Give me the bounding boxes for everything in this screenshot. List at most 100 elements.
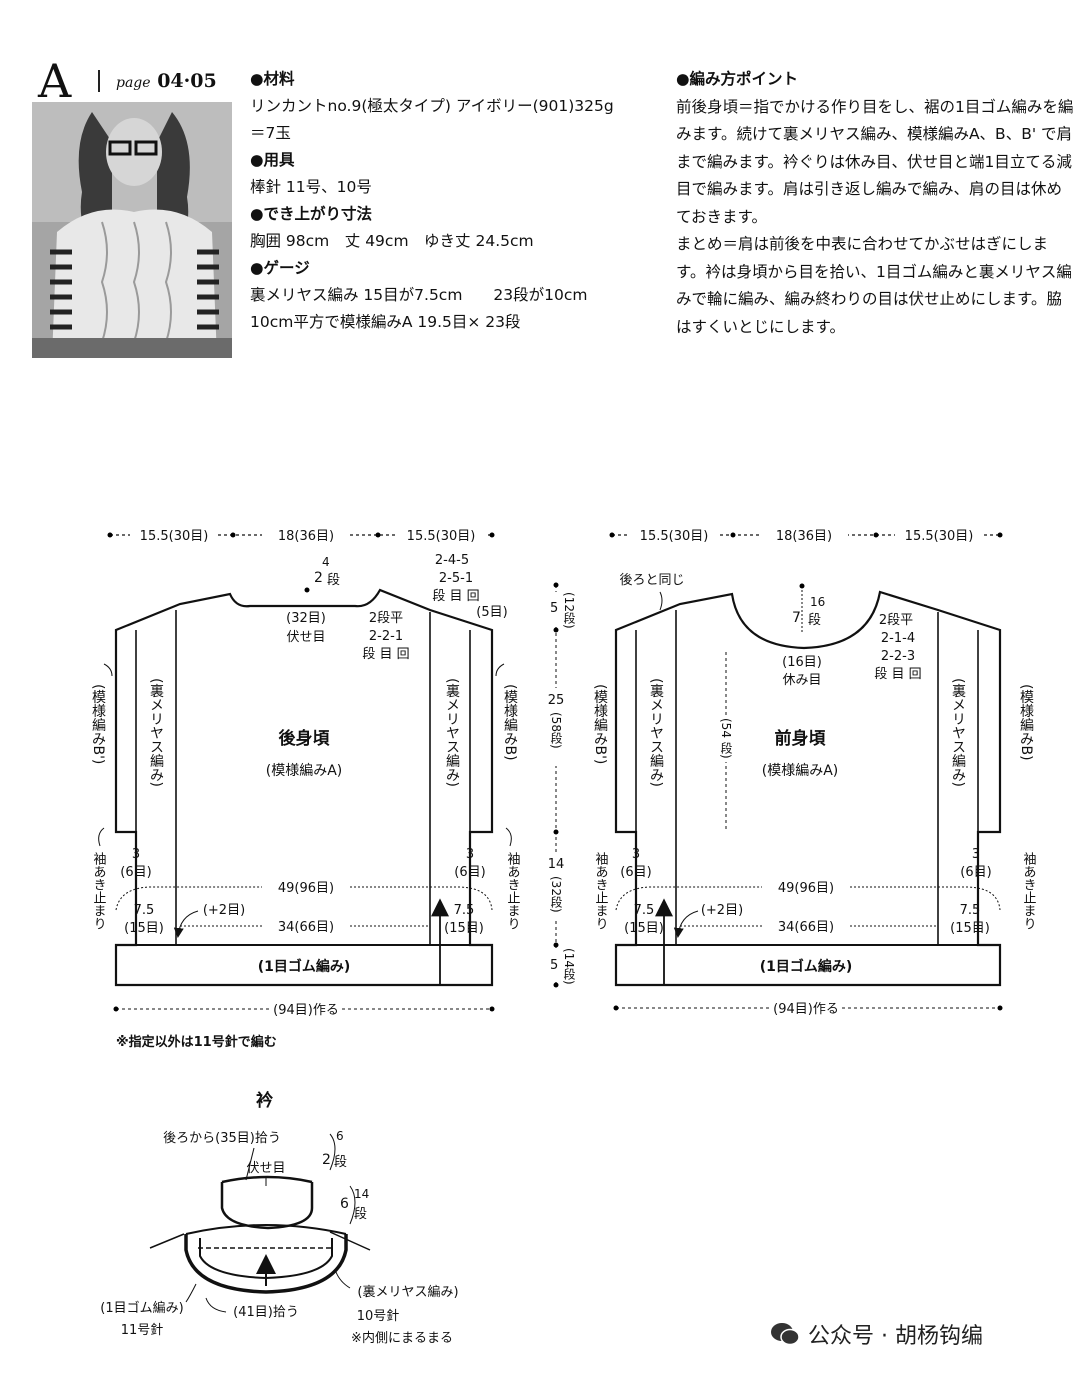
front-title: 前身頃 <box>775 728 827 749</box>
front-top-mid: 18(36目) <box>776 529 832 544</box>
front-left-inner-label: (裏メリヤス編み) <box>648 678 664 787</box>
back-outline <box>114 588 494 987</box>
back-neck-rows-top: 4 <box>322 555 330 569</box>
back-sleeve-stop-left: 袖あき止まり <box>91 852 107 930</box>
back-top-right: 15.5(30目) <box>407 529 476 544</box>
front-dec-c: 2-2-3 <box>881 649 915 664</box>
materials-line1: リンカントno.9(極太タイプ) アイボリー(901)325g <box>250 97 614 115</box>
watermark: 公众号 · 胡杨钩编 <box>770 1318 983 1350</box>
back-subtitle: (模様編みA) <box>266 763 343 779</box>
section-letter: A <box>38 54 72 108</box>
collar-rows-b-mid: 6 <box>340 1196 349 1212</box>
header-divider <box>98 70 100 92</box>
back-side-left-a: 7.5 <box>134 903 155 918</box>
collar-rows-b-top: 14 <box>354 1187 369 1201</box>
collar-rows-b-unit: 段 <box>354 1207 367 1222</box>
tips-body2: まとめ＝肩は前後を中表に合わせてかぶせはぎにします。衿は身頃から目を拾い、1目ゴ… <box>676 235 1072 336</box>
v4-rows: (14段) <box>562 948 576 985</box>
back-side-right-b: (15目) <box>444 921 484 936</box>
front-neck-rows-b: 段 <box>808 613 821 628</box>
front-rib: (1目ゴム編み) <box>760 958 853 975</box>
front-rows54-b: 段) <box>719 741 733 759</box>
front-side-left-a: 7.5 <box>634 903 655 918</box>
back-armhole-left-b: (6目) <box>120 865 151 880</box>
front-width-34: 34(66目) <box>778 920 834 935</box>
collar-rib-needle: 11号針 <box>121 1323 164 1338</box>
back-bind-off-count: (32目) <box>286 611 326 626</box>
collar-pickup-front: (41目)拾う <box>233 1305 299 1320</box>
collar-diagram: 衿 後ろから(35目)拾う 伏せ目 6 2 段 14 6 段 (1目ゴム編み) … <box>100 1090 458 1346</box>
front-neck-rest-label: 休み目 <box>782 673 821 688</box>
materials-line2: ＝7玉 <box>250 124 291 142</box>
v2-rows: (58段) <box>549 712 563 749</box>
front-armhole-right-b: (6目) <box>960 865 991 880</box>
front-outline <box>614 590 1002 987</box>
front-sleeve-stop-right: 袖あき止まり <box>1021 852 1037 930</box>
back-neck-rows-unit: 段 <box>327 573 340 588</box>
front-same-as-back: 後ろと同じ <box>619 573 684 588</box>
tools-line: 棒針 11号、10号 <box>250 178 372 196</box>
gauge-heading: ●ゲージ <box>250 259 310 277</box>
tips-body: 前後身頃＝指でかける作り目をし、裾の1目ゴム編みを編みます。続けて裏メリヤス編み… <box>676 97 1074 226</box>
v2-cm: 25 <box>548 693 565 708</box>
collar-purl: (裏メリヤス編み) <box>357 1284 458 1300</box>
back-neck-dec-b: 2-2-1 <box>369 629 403 644</box>
front-width-49: 49(96目) <box>778 881 834 896</box>
page-prefix: page <box>116 75 151 91</box>
front-side-left-b: (15目) <box>624 921 664 936</box>
front-right-inner-label: (裏メリヤス編み) <box>950 678 966 787</box>
front-side-right-a: 7.5 <box>960 903 981 918</box>
collar-rows-a-top: 6 <box>336 1129 344 1143</box>
v3-rows: (32段) <box>549 876 563 913</box>
v3-cm: 14 <box>548 857 565 872</box>
front-rows54-a: (54 <box>719 718 733 738</box>
front-plus2: (+2目) <box>701 903 743 918</box>
front-dec-unit: 段 目 回 <box>874 667 921 682</box>
back-sleeve-stop-right: 袖あき止まり <box>505 852 521 930</box>
back-width-49: 49(96目) <box>278 881 334 896</box>
back-neck-dec-unit: 段 目 回 <box>362 647 409 662</box>
page-numbers: 04·05 <box>157 70 217 92</box>
back-piece: 15.5(30目) 18(36目) 15.5(30目) 4 2 段 (32目) … <box>90 525 520 1018</box>
front-neck-cm: 7 <box>792 610 801 626</box>
back-top-left: 15.5(30目) <box>140 529 209 544</box>
back-top-mid: 18(36目) <box>278 529 334 544</box>
v4-cm: 5 <box>550 958 558 973</box>
front-subtitle: (模様編みA) <box>762 763 839 779</box>
back-neck-rows-mid: 2 <box>314 570 323 586</box>
front-side-right-b: (15目) <box>950 921 990 936</box>
back-left-side-label: (模様編みB') <box>90 684 106 764</box>
back-side-right-a: 7.5 <box>454 903 475 918</box>
front-dec-a: 2段平 <box>879 613 913 628</box>
front-sleeve-stop-left: 袖あき止まり <box>593 852 609 930</box>
tips-heading: ●編み方ポイント <box>676 70 799 88</box>
front-armhole-left-b: (6目) <box>620 865 651 880</box>
back-shoulder-end: (5目) <box>476 605 507 620</box>
front-top-left: 15.5(30目) <box>640 529 709 544</box>
back-plus2: (+2目) <box>203 903 245 918</box>
size-line: 胸囲 98cm 丈 49cm ゆき丈 24.5cm <box>250 232 534 250</box>
collar-purl-needle: 10号針 <box>357 1309 400 1324</box>
gauge-line2: 10cm平方で模様編みA 19.5目× 23段 <box>250 313 521 331</box>
back-cast-on: (94目)作る <box>273 1003 339 1018</box>
materials-block: ●材料 リンカントno.9(極太タイプ) アイボリー(901)325g ＝7玉 … <box>250 66 614 336</box>
back-rib: (1目ゴム編み) <box>258 958 351 975</box>
front-right-side-label: (模様編みB) <box>1018 684 1034 761</box>
materials-heading: ●材料 <box>250 70 295 88</box>
back-armhole-right-b: (6目) <box>454 865 485 880</box>
front-piece: 15.5(30目) 18(36目) 15.5(30目) 後ろと同じ 16 段 7… <box>592 525 1036 1017</box>
front-armhole-right-a: 3 <box>972 847 980 862</box>
v1-cm: 5 <box>550 601 558 616</box>
front-armhole-left-a: 3 <box>632 847 640 862</box>
back-width-34: 34(66目) <box>278 920 334 935</box>
back-neck-dec-a: 2段平 <box>369 611 403 626</box>
front-top-right: 15.5(30目) <box>905 529 974 544</box>
v1-rows: (12段) <box>562 592 576 629</box>
back-bind-off-label: 伏せ目 <box>286 630 325 645</box>
collar-pickup-back: 後ろから(35目)拾う <box>163 1131 281 1146</box>
back-right-inner-label: (裏メリヤス編み) <box>444 678 460 787</box>
size-heading: ●でき上がり寸法 <box>250 205 373 223</box>
collar-rib: (1目ゴム編み) <box>100 1300 183 1316</box>
front-dec-b: 2-1-4 <box>881 631 915 646</box>
